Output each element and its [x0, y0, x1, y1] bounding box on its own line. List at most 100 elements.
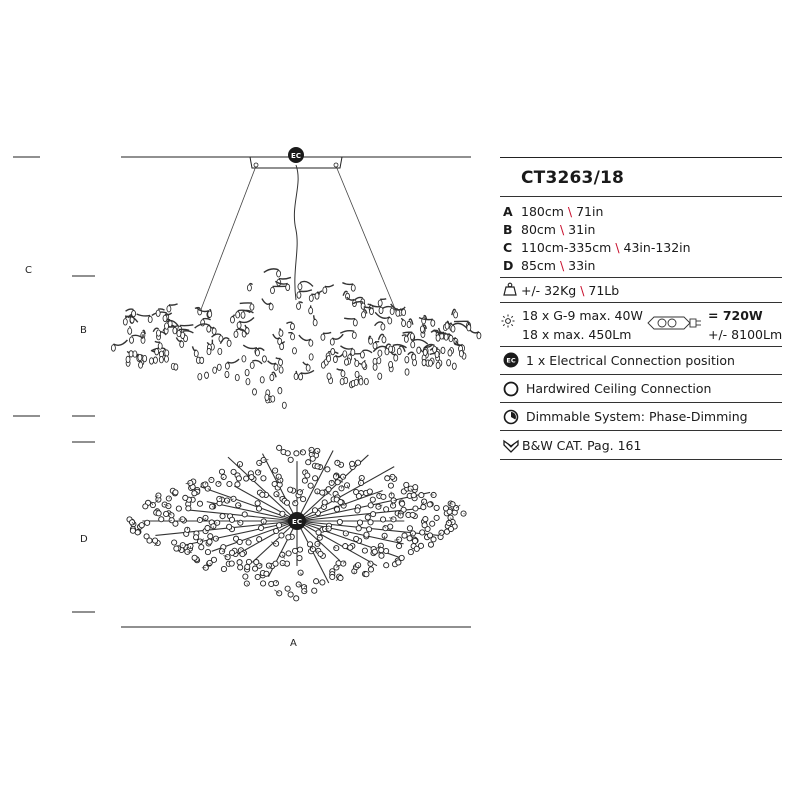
branch	[168, 497, 170, 499]
crystal-drop	[426, 501, 433, 508]
crystal-drop	[287, 591, 294, 598]
branch	[299, 450, 304, 453]
crystal-drop	[258, 524, 265, 532]
crystal-drop	[308, 307, 314, 315]
crystal-drop	[297, 283, 303, 291]
crystal-drop	[224, 554, 231, 561]
crystal-drop	[247, 284, 252, 292]
branch	[194, 306, 200, 310]
crystal-drop	[361, 311, 366, 319]
crystal-drop	[276, 590, 283, 597]
sun-lamp-icon	[501, 314, 515, 328]
crystal-drop	[397, 512, 404, 519]
crystal-drop	[198, 544, 205, 551]
crystal-drop	[319, 579, 326, 586]
branch	[206, 341, 210, 345]
branch	[342, 476, 345, 479]
crystal-drop	[283, 499, 291, 506]
branch	[374, 311, 391, 319]
branch	[447, 521, 450, 524]
crystal-drop	[162, 314, 168, 322]
crystal-drop	[237, 564, 244, 571]
branch	[195, 307, 210, 313]
crystal-drop	[197, 373, 203, 381]
crystal-drop	[269, 373, 275, 382]
crystal-drop	[383, 506, 390, 513]
crystal-drop	[226, 339, 232, 347]
crystal-drop	[329, 573, 336, 581]
branch	[242, 344, 258, 350]
crystal-drop	[173, 363, 179, 371]
crystal-drop	[152, 537, 159, 544]
crystal-drop	[252, 565, 259, 572]
branch	[402, 331, 413, 334]
branch	[420, 501, 425, 506]
g9-bulb-icon	[647, 316, 701, 330]
branch	[455, 504, 461, 509]
crystal-drop	[428, 359, 433, 367]
crystal-drop	[353, 378, 359, 386]
crystal-drop	[172, 489, 179, 496]
crystal-drop	[278, 329, 284, 337]
crystal-drop	[273, 527, 280, 535]
branch	[363, 306, 372, 309]
branch	[299, 488, 305, 493]
branch	[309, 449, 312, 452]
crystal-drop	[268, 303, 274, 311]
branch	[377, 333, 385, 341]
branch	[163, 503, 169, 507]
branch	[244, 324, 248, 329]
crystal-drop	[219, 513, 226, 520]
spec-catalog: B&W CAT. Pag. 161	[522, 438, 642, 453]
branch	[131, 334, 144, 339]
suspension-cable-right	[335, 165, 399, 317]
branch	[298, 289, 313, 293]
branch	[384, 343, 392, 349]
crystal-drop	[434, 350, 440, 358]
branch	[131, 522, 135, 526]
branch	[249, 282, 253, 286]
branch	[166, 319, 180, 327]
branch	[345, 533, 347, 535]
branch	[272, 333, 281, 340]
branch	[268, 565, 273, 570]
crystal-drop	[239, 551, 246, 558]
branch	[298, 334, 312, 342]
crystal-drop	[305, 364, 311, 372]
weight-icon	[503, 282, 517, 296]
branch	[281, 340, 286, 344]
branch	[234, 485, 298, 522]
crystal-drop	[255, 349, 260, 357]
crystal-drop	[378, 306, 384, 314]
branch	[223, 555, 228, 558]
crystal-drop	[254, 500, 261, 507]
crystal-drop	[383, 547, 390, 555]
branch	[153, 499, 159, 504]
crystal-drop	[325, 486, 332, 493]
branch	[154, 542, 158, 547]
crystal-drop	[224, 370, 230, 379]
branch	[387, 475, 393, 478]
crystal-drop	[432, 345, 438, 354]
crystal-drop	[377, 299, 383, 307]
branch	[277, 476, 280, 479]
branch	[362, 309, 368, 314]
crystal-drop	[409, 511, 416, 518]
spec-electrical: 1 x Electrical Connection position	[526, 353, 735, 368]
crystal-drop	[354, 507, 361, 514]
crystal-drop	[235, 475, 242, 482]
chandelier-top-view	[126, 444, 467, 602]
branch	[155, 520, 298, 536]
crystal-drop	[354, 459, 362, 466]
branch	[251, 359, 263, 365]
crystal-drop	[272, 580, 279, 587]
crystal-drop	[344, 358, 349, 366]
crystal-drop	[372, 342, 378, 350]
crystal-drop	[308, 353, 314, 361]
crystal-drop	[448, 334, 454, 343]
crystal-drop	[380, 516, 387, 523]
branch	[231, 314, 236, 317]
crystal-drop	[363, 571, 370, 578]
crystal-drop	[245, 378, 251, 386]
crystal-drop	[388, 361, 394, 369]
